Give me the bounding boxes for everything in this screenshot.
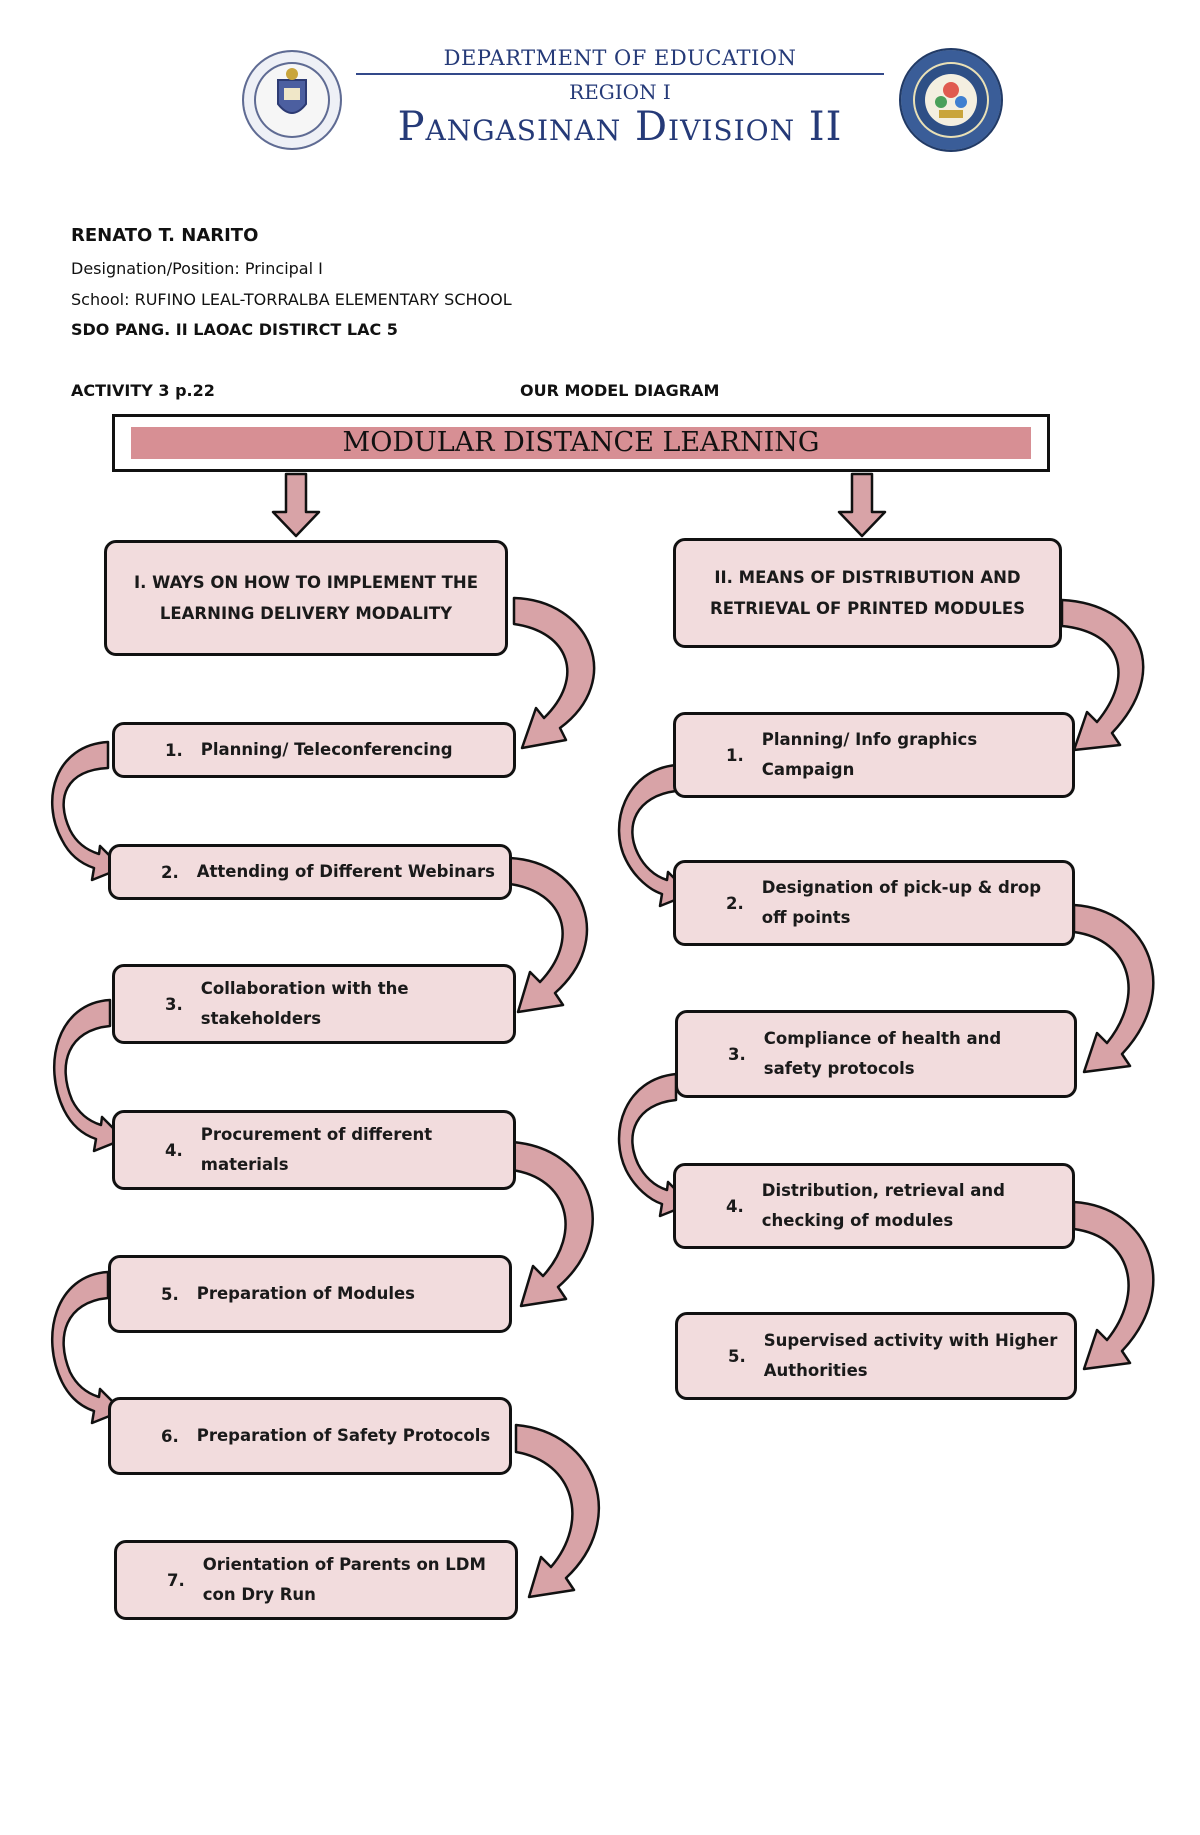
step-text: Planning/ Info graphics Campaign (761, 730, 978, 779)
step-text: Compliance of health and safety protocol… (763, 1029, 1002, 1078)
step-number: 5. (728, 1346, 746, 1366)
step-number: 4. (165, 1140, 183, 1160)
department-name: DEPARTMENT OF EDUCATION (443, 46, 797, 70)
designation: Designation/Position: Principal I (71, 259, 323, 278)
right-step-4: 4. Distribution, retrieval and checking … (673, 1163, 1075, 1249)
sdo-district: SDO PANG. II LAOAC DISTIRCT LAC 5 (71, 320, 398, 339)
diagram-title-box: MODULAR DISTANCE LEARNING (112, 414, 1050, 472)
step-text: Orientation of Parents on LDM con Dry Ru… (202, 1555, 486, 1604)
left-step-3: 3. Collaboration with the stakeholders (112, 964, 516, 1044)
header-divider (356, 73, 884, 75)
step-number: 3. (165, 994, 183, 1014)
right-heading-text: II. MEANS OF DISTRIBUTION AND RETRIEVAL … (710, 568, 1025, 618)
step-text: Procurement of different materials (200, 1125, 433, 1174)
deped-seal-graphic (277, 68, 307, 114)
left-step-7: 7. Orientation of Parents on LDM con Dry… (114, 1540, 518, 1620)
step-text: Preparation of Safety Protocols (196, 1426, 491, 1445)
school-name: School: RUFINO LEAL-TORRALBA ELEMENTARY … (71, 290, 512, 309)
right-step-3: 3. Compliance of health and safety proto… (675, 1010, 1077, 1098)
right-heading-box: II. MEANS OF DISTRIBUTION AND RETRIEVAL … (673, 538, 1062, 648)
deped-seal-icon (242, 50, 342, 150)
down-arrow-right-icon (837, 472, 887, 538)
diagram-title: MODULAR DISTANCE LEARNING (131, 427, 1031, 459)
step-text: Collaboration with the stakeholders (200, 979, 409, 1028)
curve-arrow-left-4-5-icon (510, 1140, 594, 1308)
step-number: 6. (161, 1426, 179, 1446)
left-step-4: 4. Procurement of different materials (112, 1110, 516, 1190)
left-heading-text: I. WAYS ON HOW TO IMPLEMENT THE LEARNING… (133, 573, 479, 623)
left-step-1: 1. Planning/ Teleconferencing (112, 722, 516, 778)
division-seal-graphic (925, 74, 977, 126)
step-text: Distribution, retrieval and checking of … (761, 1181, 1005, 1230)
step-text: Planning/ Teleconferencing (200, 740, 453, 759)
step-text: Supervised activity with Higher Authorit… (763, 1331, 1058, 1380)
left-step-5: 5. Preparation of Modules (108, 1255, 512, 1333)
step-number: 1. (726, 745, 744, 765)
curve-arrow-left-h-1-icon (512, 596, 596, 750)
step-text: Designation of pick-up & drop off points (761, 878, 1042, 927)
activity-label: ACTIVITY 3 p.22 (71, 381, 215, 400)
step-number: 1. (165, 740, 183, 760)
step-number: 2. (161, 862, 179, 882)
curve-arrow-right-2-3-icon (1072, 903, 1155, 1074)
author-name: RENATO T. NARITO (71, 225, 259, 246)
left-step-6: 6. Preparation of Safety Protocols (108, 1397, 512, 1475)
down-arrow-left-icon (271, 472, 321, 538)
curve-arrow-left-2-3-icon (508, 856, 589, 1014)
right-step-5: 5. Supervised activity with Higher Autho… (675, 1312, 1077, 1400)
step-number: 4. (726, 1196, 744, 1216)
right-step-1: 1. Planning/ Info graphics Campaign (673, 712, 1075, 798)
model-diagram-label: OUR MODEL DIAGRAM (520, 381, 720, 400)
step-text: Preparation of Modules (196, 1284, 415, 1303)
step-number: 5. (161, 1284, 179, 1304)
region-name: REGION I (569, 80, 671, 104)
division-name: Pangasinan Division II (397, 104, 843, 150)
curve-arrow-right-4-5-icon (1072, 1200, 1155, 1371)
step-number: 7. (167, 1570, 185, 1590)
step-number: 2. (726, 893, 744, 913)
curve-arrow-left-6-7-icon (514, 1423, 601, 1599)
right-step-2: 2. Designation of pick-up & drop off poi… (673, 860, 1075, 946)
left-heading-box: I. WAYS ON HOW TO IMPLEMENT THE LEARNING… (104, 540, 508, 656)
left-step-2: 2. Attending of Different Webinars (108, 844, 512, 900)
pangasinan-division-ii-seal-icon (899, 48, 1003, 152)
step-number: 3. (728, 1044, 746, 1064)
step-text: Attending of Different Webinars (196, 862, 495, 881)
